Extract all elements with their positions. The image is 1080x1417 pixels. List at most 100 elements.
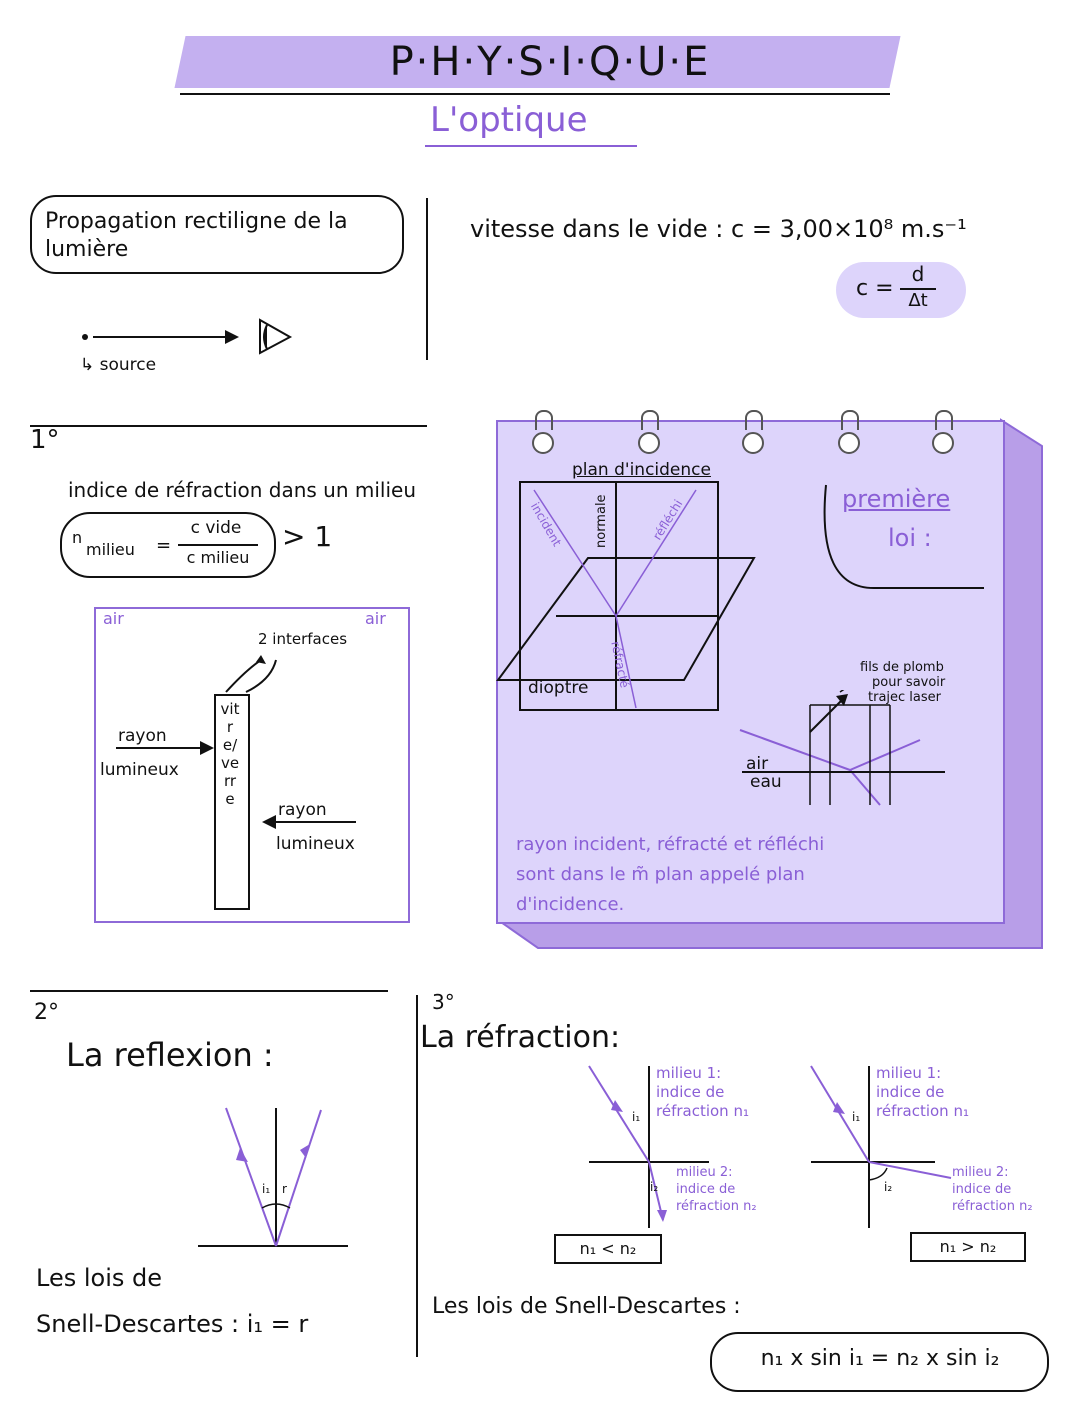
normale-label: normale [594,494,609,548]
refraction1-i2: i₂ [650,1180,659,1194]
spiral-ring-2 [638,432,660,454]
spiral-ring-3 [742,432,764,454]
dioptre-label: dioptre [528,678,589,698]
vertical-divider-bottom [416,995,418,1357]
source-label: ↳ source [80,355,157,375]
ray2-label-a: rayon [278,800,327,820]
refraction1-i1: i₁ [632,1110,641,1124]
spiral-wire-4 [841,410,859,430]
incidence-plane-diagram [496,481,984,711]
m2-line-a: milieu 2: [676,1165,733,1180]
spiral-wire-3 [745,410,763,430]
glass-diagram-arrows [116,655,356,829]
vertical-divider-top [426,198,428,360]
refraction-diagram-2 [810,1065,952,1228]
laser-water-diagram [739,690,945,806]
refraction2-i2: i₂ [884,1180,893,1194]
m1-line-a: milieu 1: [656,1064,722,1082]
index-frac-bar [178,544,258,546]
ray1-label-a: rayon [118,726,167,746]
spiral-wire-5 [935,410,953,430]
glass-label: vitre/verre [220,700,240,808]
ray1-label-b: lumineux [100,760,179,780]
section2-law-2: Snell-Descartes : i₁ = r [36,1310,309,1338]
speed-formula-lhs: c = [856,276,894,301]
section1-rule [30,425,427,427]
n-subscript: milieu [86,540,135,559]
pad-note-3: d'incidence. [516,894,625,915]
index-cloud [60,512,276,578]
m1b-line-b: indice de [876,1083,945,1101]
m2b-line-b: indice de [952,1182,1012,1197]
m2b-line-c: réfraction n₂ [952,1199,1033,1214]
speed-text: vitesse dans le vide : c = 3,00×10⁸ m.s⁻… [470,215,967,243]
m2-line-c: réfraction n₂ [676,1199,757,1214]
reflection-i1: i₁ [262,1182,271,1196]
snell-formula: n₁ x sin i₁ = n₂ x sin i₂ [760,1346,1000,1371]
glass-pane [214,694,250,910]
section3-heading: La réfraction: [420,1020,621,1055]
snell-formula-cloud [710,1332,1049,1392]
pad-note-2: sont dans le m̃ plan appelé plan [516,864,805,885]
eau-label: eau [750,772,782,792]
propagation-cloud [30,195,404,274]
n-label: n [72,528,83,547]
reflection-diagram [198,1107,348,1247]
m1b-line-c: réfraction n₁ [876,1102,969,1120]
section3-law: Les lois de Snell-Descartes : [432,1294,741,1319]
interfaces-label: 2 interfaces [258,630,348,648]
refraction-diagram-1 [588,1065,709,1228]
spiral-ring-4 [838,432,860,454]
air-right-label: air [365,609,386,628]
section2-heading: La reflexion : [66,1036,274,1074]
refraction1-medium2: milieu 2: indice de réfraction n₂ [676,1164,757,1215]
premiere-label: première [842,485,951,513]
spiral-wire-2 [641,410,659,430]
comparison-box-2: n₁ > n₂ [910,1232,1026,1262]
m1-line-c: réfraction n₁ [656,1102,749,1120]
speed-formula-num: d [911,262,925,286]
section3-number: 3° [432,990,455,1014]
section1-number: 1° [30,425,60,455]
subtitle-underline [425,145,637,147]
reflection-r: r [282,1182,287,1196]
greater-than-one: > 1 [282,520,333,553]
speed-formula-den: Δt [908,290,928,311]
plomb-label-3: trajec laser [868,690,941,705]
equals-sign: = [156,535,172,556]
air-left-label: air [103,609,124,628]
comparison-box-1: n₁ < n₂ [554,1234,662,1264]
glass-diagram-frame [94,607,410,923]
loi-label: loi : [888,524,932,552]
refraction2-i1: i₁ [852,1110,861,1124]
plomb-label-1: fils de plomb [860,660,944,675]
plomb-label-2: pour savoir [872,675,946,690]
section2-number: 2° [34,1000,59,1025]
page-title: P·H·Y·S·I·Q·U·E [389,39,711,85]
speed-formula-bubble [836,262,966,318]
m2b-line-a: milieu 2: [952,1165,1009,1180]
propagation-heading: Propagation rectiligne de la lumière [45,209,348,262]
section1-heading: indice de réfraction dans un milieu [68,478,417,502]
spiral-ring-5 [932,432,954,454]
air-label: air [746,754,769,774]
section2-rule [30,990,388,992]
pad-note-1: rayon incident, réfracté et réfléchi [516,834,825,855]
plan-label: plan d'incidence [572,460,711,480]
ray2-label-b: lumineux [276,834,355,854]
eye-source-diagram [82,318,293,355]
spiral-ring-1 [532,432,554,454]
speed-frac-bar [900,288,936,290]
m2-line-b: indice de [676,1182,736,1197]
page-subtitle: L'optique [430,100,588,140]
m1b-line-a: milieu 1: [876,1064,942,1082]
index-frac-den: c milieu [186,548,250,567]
m1-line-b: indice de [656,1083,725,1101]
spiral-wire-1 [535,410,553,430]
refraction2-medium2: milieu 2: indice de réfraction n₂ [952,1164,1033,1215]
title-underline [180,93,890,95]
index-frac-num: c vide [190,518,242,538]
section2-law-1: Les lois de [36,1264,162,1292]
